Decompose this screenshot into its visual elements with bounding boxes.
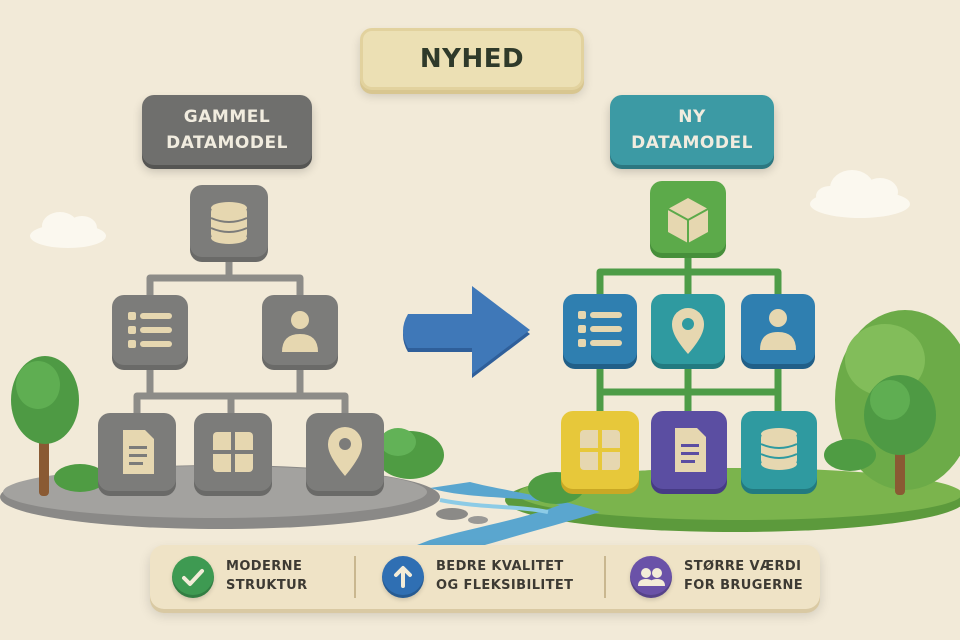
old-model-title: GAMMEL DATAMODEL [142,104,312,156]
old-model-title-line2: DATAMODEL [166,133,288,153]
news-badge [360,28,584,90]
new-model-title: NY DATAMODEL [610,104,774,156]
check-icon [172,556,214,598]
old-model-title-line1: GAMMEL [183,107,271,127]
old-node-location [306,413,384,496]
news-badge-label: NYHED [419,44,525,74]
tree-left [11,356,79,496]
cloud-right [810,170,910,218]
document-icon [123,430,154,474]
user-icon [760,309,796,350]
new-model-title-box [610,95,774,165]
cube-icon [667,198,709,243]
list-icon [578,311,622,347]
old-connectors [133,258,349,418]
old-node-list [112,295,188,370]
benefit-2-line1: BEDRE KVALITET [436,559,564,574]
benefit-1-line1: MODERNE [226,559,303,574]
new-model-title-line1: NY [678,107,706,127]
benefits-bar [150,545,820,609]
divider [604,556,606,598]
benefit-2-line2: OG FLEKSIBILITET [436,578,574,593]
people-icon [630,556,672,598]
location-pin-icon [672,308,704,354]
new-node-location [651,294,725,369]
benefit-2-text: BEDRE KVALITET OG FLEKSIBILITET [436,557,573,595]
divider [354,556,356,598]
new-node-cube [650,181,726,258]
old-node-document [98,413,176,496]
new-node-grid [561,411,639,494]
river-stone [436,508,468,520]
new-model-title-line2: DATAMODEL [631,133,753,153]
database-icon [210,202,248,244]
tree-right [864,375,936,495]
grid-icon [213,432,253,472]
benefit-3-line1: STØRRE VÆRDI [684,559,802,574]
database-icon [760,428,798,470]
benefit-1-text: MODERNE STRUKTUR [226,557,308,595]
benefit-3-line2: FOR BRUGERNE [684,578,804,593]
old-model-title-box [142,95,312,165]
arrow-up-icon [382,556,424,598]
bush-left [54,428,444,492]
cloud-left [30,212,106,248]
transition-arrow-icon [403,286,530,378]
old-node-grid [194,413,272,496]
new-node-document [651,411,727,494]
new-node-user [741,294,815,369]
benefit-1-line2: STRUKTUR [226,578,308,593]
old-node-user [262,295,338,370]
location-pin-icon [328,427,362,476]
new-connectors [596,252,782,416]
new-node-database [741,411,817,494]
grid-icon [580,430,620,470]
list-icon [128,312,172,348]
document-icon [675,428,706,472]
user-icon [282,311,318,352]
new-node-list [563,294,637,369]
old-node-database [190,185,268,262]
river [370,482,600,562]
benefit-3-text: STØRRE VÆRDI FOR BRUGERNE [684,557,803,595]
